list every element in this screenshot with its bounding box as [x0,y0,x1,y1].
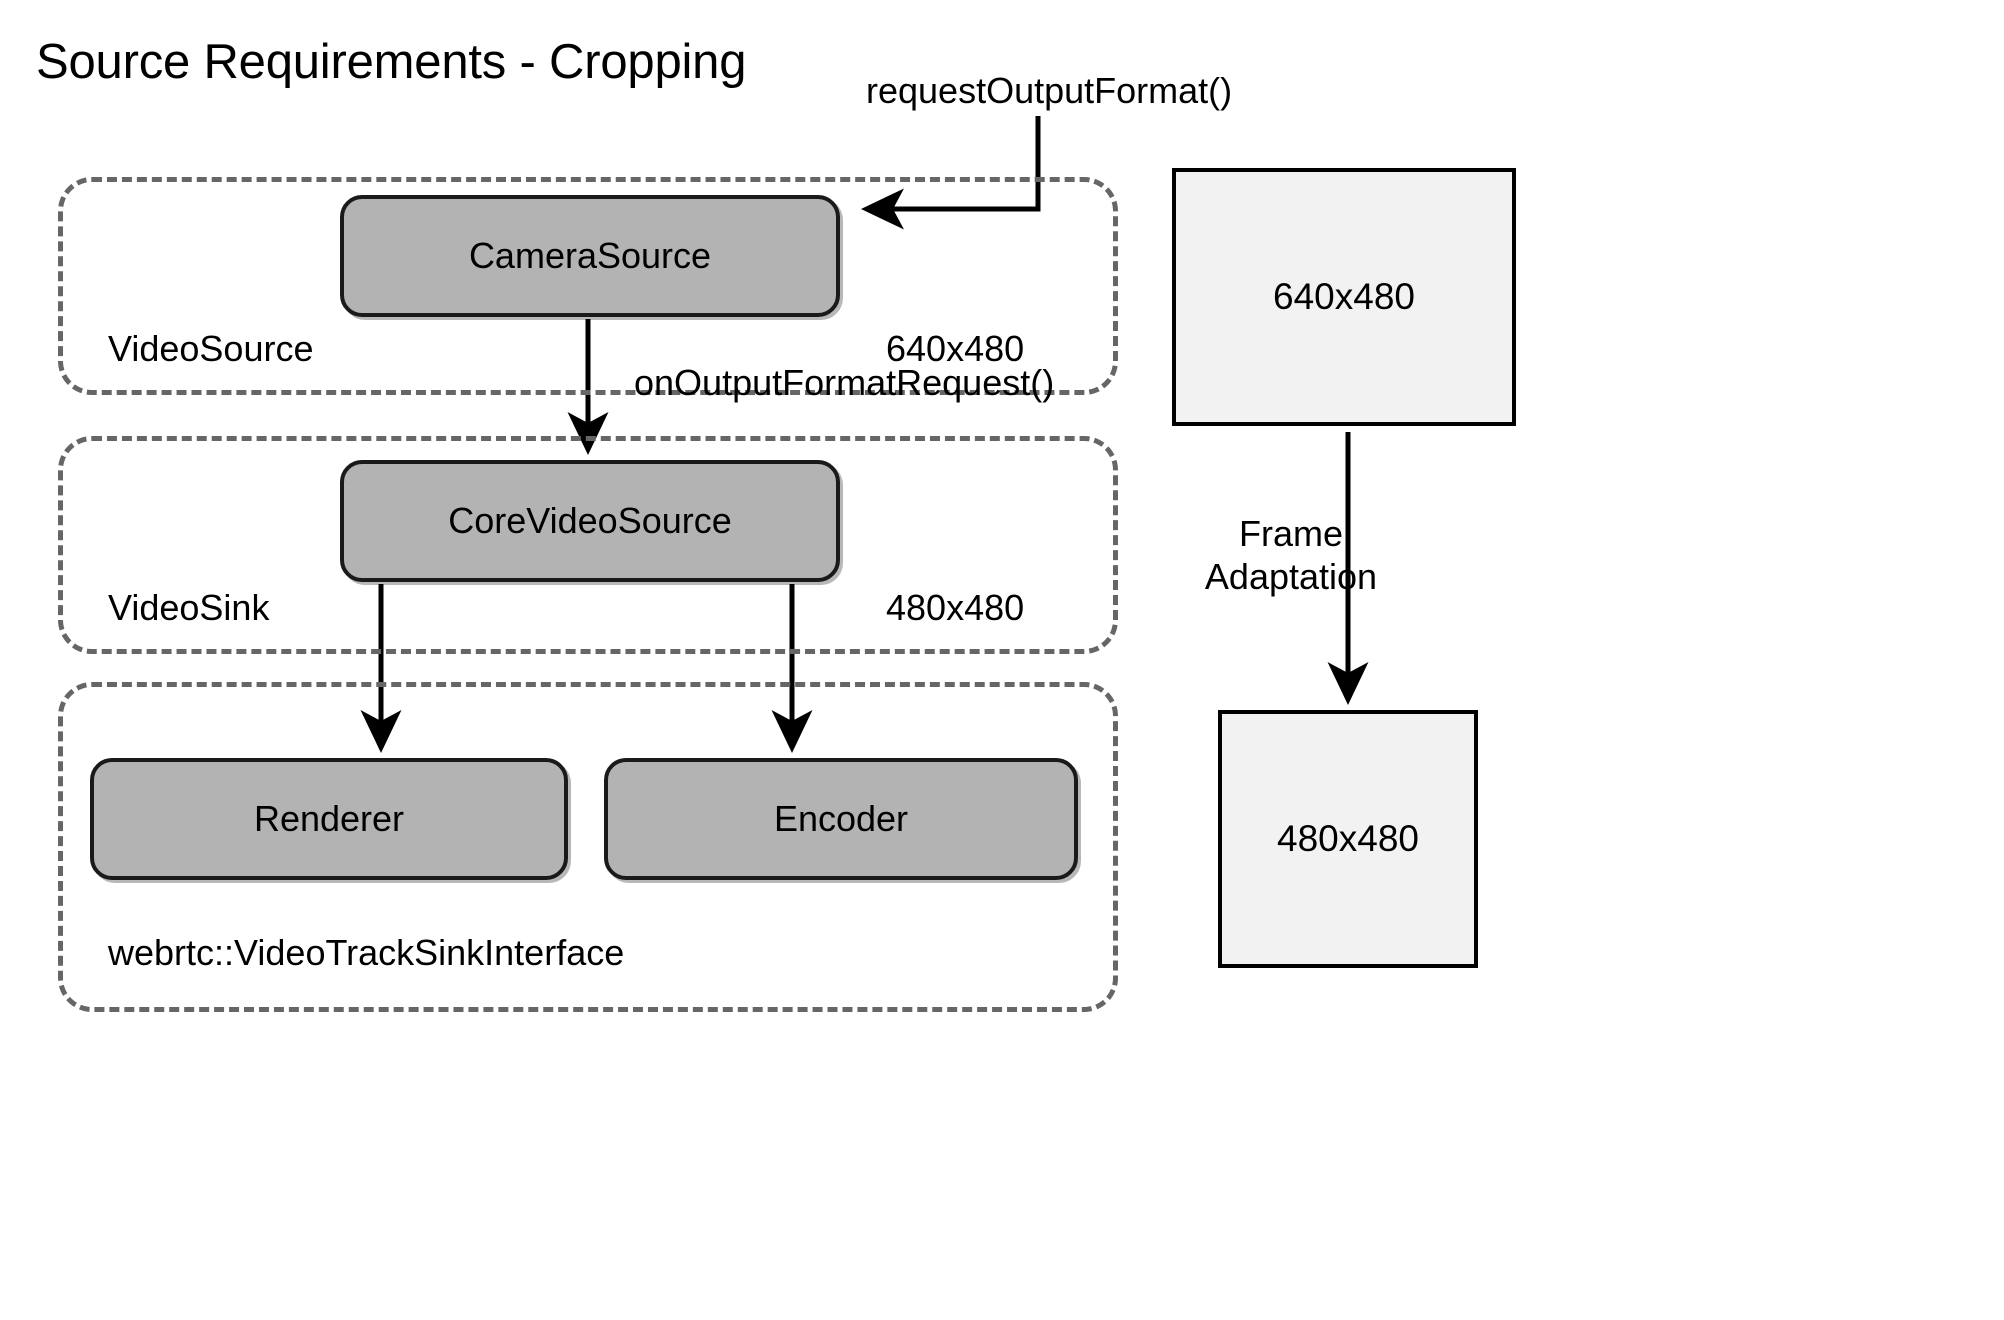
node-encoder-label: Encoder [773,798,909,839]
label-frame-adaptation-line1: Frame [1238,513,1343,554]
frame-panel-source-label: 640x480 [1273,276,1415,317]
frame-panel-target-label: 480x480 [1277,818,1419,859]
dimension-label-videosink: 480x480 [886,587,1025,628]
label-frame-adaptation: Frame Adaptation [1186,512,1396,598]
label-frame-adaptation-line2: Adaptation [1204,556,1378,597]
node-camerasource-label: CameraSource [468,235,712,276]
callout-on-output-format-request: onOutputFormatRequest() [634,362,1055,403]
group-label-videosink: VideoSink [108,587,270,628]
frame-panel-target: 480x480 [1218,710,1478,968]
arrow-request-output-format [860,116,1041,230]
dimension-label-videosource: 640x480 [886,328,1025,369]
node-corevideosource[interactable]: CoreVideoSource [340,460,840,582]
page-title: Source Requirements - Cropping [36,35,747,89]
node-corevideosource-label: CoreVideoSource [448,500,732,541]
group-label-videotracksinkinterface: webrtc::VideoTrackSinkInterface [108,932,625,973]
node-renderer[interactable]: Renderer [90,758,568,880]
node-camerasource[interactable]: CameraSource [340,195,840,317]
frame-panel-source: 640x480 [1172,168,1516,426]
group-videotracksinkinterface [58,682,1118,1012]
group-label-videosource: VideoSource [108,328,314,369]
node-encoder[interactable]: Encoder [604,758,1078,880]
callout-request-output-format: requestOutputFormat() [866,70,1233,111]
node-renderer-label: Renderer [253,798,405,839]
group-videosource [58,177,1118,395]
group-videosink [58,436,1118,654]
